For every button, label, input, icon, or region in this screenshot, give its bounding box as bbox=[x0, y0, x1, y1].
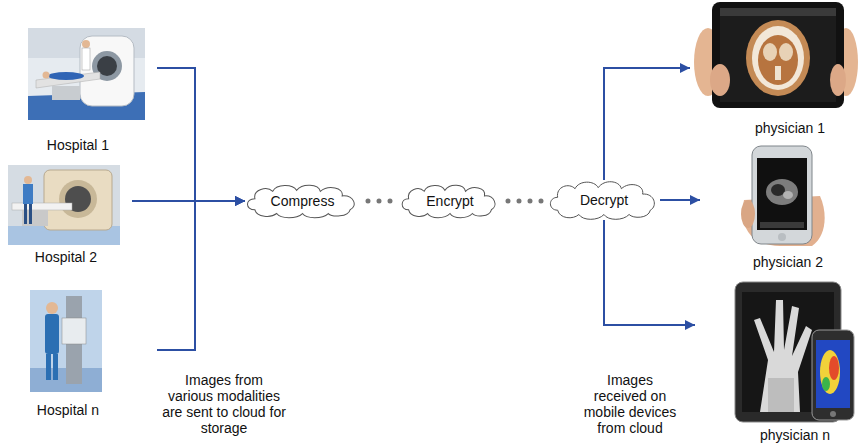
illustration-part bbox=[746, 20, 810, 96]
illustration-part bbox=[741, 200, 755, 228]
illustration-part bbox=[768, 378, 794, 412]
illustration-part bbox=[775, 66, 781, 80]
flow-arrow bbox=[157, 201, 245, 350]
illustration-part bbox=[62, 318, 86, 344]
illustration-part bbox=[82, 40, 90, 48]
illustration-part bbox=[8, 165, 120, 245]
illustration-part bbox=[754, 300, 812, 412]
illustration-part bbox=[24, 176, 32, 184]
flow-arrow bbox=[604, 220, 695, 325]
illustration-part bbox=[59, 180, 97, 218]
illustration-part bbox=[778, 233, 786, 241]
flow-arrow bbox=[604, 68, 690, 180]
mri-scanner-photo bbox=[8, 165, 120, 245]
illustration-part bbox=[783, 191, 793, 199]
illustration-part bbox=[763, 43, 777, 61]
illustration-part bbox=[829, 356, 839, 380]
illustration-part bbox=[36, 72, 100, 88]
illustration-part bbox=[822, 377, 830, 391]
illustration-part bbox=[30, 290, 102, 392]
illustration-part bbox=[779, 43, 793, 61]
flow-arrow bbox=[157, 68, 245, 201]
illustration-part bbox=[48, 72, 84, 80]
node-label: Hospital 2 bbox=[35, 249, 97, 265]
illustration-part bbox=[710, 64, 730, 96]
node-label: physician 1 bbox=[755, 120, 825, 136]
illustration-part bbox=[830, 411, 836, 417]
illustration-part bbox=[53, 354, 58, 380]
illustration-part bbox=[23, 184, 33, 204]
note-label: Images from various modalities are sent … bbox=[162, 372, 286, 436]
cloud-process: Decrypt bbox=[548, 178, 660, 222]
illustration-part bbox=[720, 8, 836, 102]
illustration-part bbox=[830, 64, 846, 96]
illustration-part bbox=[820, 350, 840, 394]
illustration-part bbox=[43, 72, 50, 79]
physician-node: physician 2 bbox=[700, 143, 850, 273]
note-label: Images received on mobile devices from c… bbox=[581, 372, 679, 436]
illustration-part bbox=[44, 170, 112, 230]
illustration-part bbox=[24, 204, 27, 224]
illustration-part bbox=[752, 146, 812, 244]
tablet-xray-photo bbox=[735, 282, 854, 422]
physician-node: physician n bbox=[695, 280, 857, 445]
dotted-link bbox=[500, 199, 548, 204]
tablet-skull-photo bbox=[694, 2, 858, 108]
cloud-shape bbox=[402, 185, 495, 217]
illustration-part bbox=[752, 26, 804, 90]
node-label: physician 2 bbox=[753, 254, 823, 270]
cloud-label: Compress bbox=[271, 193, 335, 209]
cloud-label: Encrypt bbox=[426, 193, 473, 209]
cloud-shape bbox=[550, 182, 654, 220]
physician-node: physician 1 bbox=[690, 0, 856, 138]
illustration-part bbox=[771, 184, 785, 196]
illustration-part bbox=[760, 222, 804, 228]
illustration-part bbox=[46, 302, 58, 314]
cloud-label: Decrypt bbox=[580, 192, 628, 208]
hospital-node: Hospital 2 bbox=[0, 160, 132, 270]
illustration-part bbox=[712, 2, 844, 108]
node-label: Hospital 1 bbox=[47, 137, 109, 153]
illustration-part bbox=[28, 28, 145, 120]
ct-scanner-photo bbox=[28, 28, 145, 120]
hospital-node: Hospital n bbox=[0, 285, 157, 425]
illustration-part bbox=[812, 330, 854, 420]
flow-arrow bbox=[660, 199, 700, 201]
illustration-part bbox=[757, 158, 807, 230]
illustration-part bbox=[12, 203, 72, 210]
illustration-part bbox=[45, 314, 59, 354]
illustration-part bbox=[29, 204, 32, 224]
illustration-part bbox=[816, 340, 850, 408]
illustration-part bbox=[46, 354, 51, 380]
illustration-part bbox=[766, 179, 798, 205]
illustration-part bbox=[720, 8, 836, 16]
node-label: Hospital n bbox=[37, 402, 99, 418]
hospital-node: Hospital 1 bbox=[0, 22, 157, 156]
cloud-shape bbox=[247, 185, 354, 217]
phone-heart-photo bbox=[741, 146, 825, 246]
illustration-part bbox=[80, 36, 134, 106]
node-label: physician n bbox=[760, 427, 830, 443]
dotted-link bbox=[360, 199, 400, 204]
cloud-process: Encrypt bbox=[400, 182, 500, 220]
cloud-process: Compress bbox=[245, 182, 360, 220]
illustration-part bbox=[52, 86, 80, 100]
illustration-part bbox=[758, 35, 798, 85]
xray-room-photo bbox=[30, 290, 102, 392]
illustration-part bbox=[82, 48, 90, 70]
